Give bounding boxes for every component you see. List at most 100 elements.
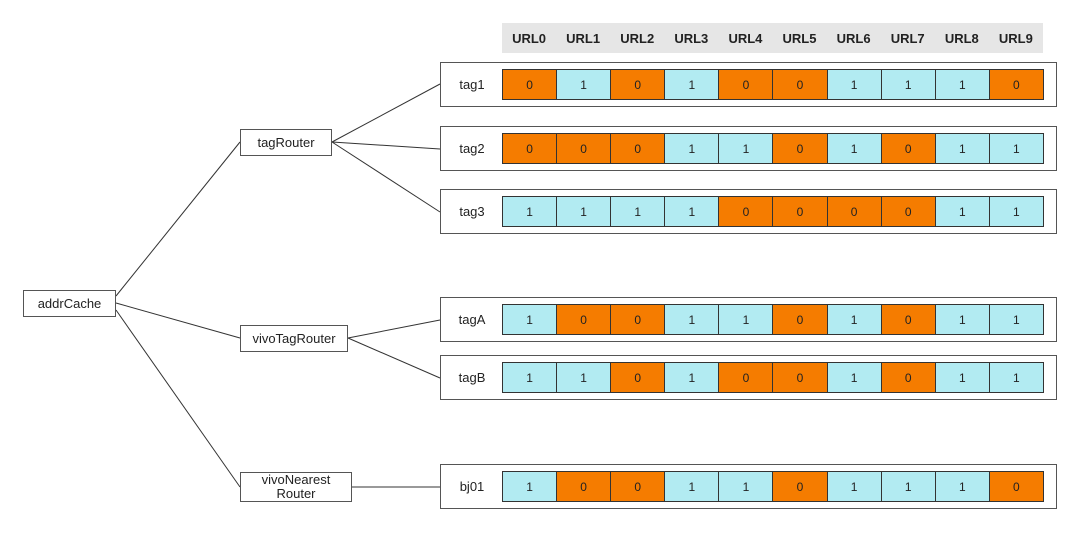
addrcache-node: addrCache bbox=[23, 290, 116, 317]
url-header-8: URL8 bbox=[944, 30, 979, 46]
bit-cell-url6: 1 bbox=[827, 472, 882, 501]
bit-cell-url4: 0 bbox=[719, 363, 774, 392]
vivonearestrouter-label: vivoNearest Router bbox=[261, 472, 331, 501]
bit-cell-url3: 1 bbox=[665, 472, 720, 501]
tag-label: bj01 bbox=[459, 479, 485, 494]
bit-cell-url2: 1 bbox=[611, 197, 666, 226]
url-header-6: URL6 bbox=[836, 30, 871, 46]
bit-cell-url4: 0 bbox=[719, 197, 774, 226]
edge-tagrouter-tag1 bbox=[331, 83, 441, 143]
bit-cell-url7: 1 bbox=[881, 472, 936, 501]
bit-cell-url3: 1 bbox=[665, 197, 720, 226]
bit-cell-url3: 1 bbox=[665, 363, 720, 392]
bit-cell-url4: 1 bbox=[719, 305, 774, 334]
bit-cell-url1: 0 bbox=[557, 134, 612, 163]
bit-cell-url3: 1 bbox=[665, 305, 720, 334]
bit-cell-url7: 0 bbox=[881, 197, 936, 226]
tagrouter-node: tagRouter bbox=[240, 129, 332, 156]
url-header-0: URL0 bbox=[512, 30, 547, 46]
tag-label: tag3 bbox=[459, 204, 485, 219]
bit-cell-url6: 0 bbox=[827, 197, 882, 226]
bit-cell-url0: 0 bbox=[503, 70, 558, 99]
bit-cell-url5: 0 bbox=[773, 134, 828, 163]
bit-cell-url9: 0 bbox=[989, 472, 1043, 501]
bit-cell-url1: 1 bbox=[557, 197, 612, 226]
edge-vivotagrouter-tagb bbox=[347, 337, 441, 379]
bit-cell-url2: 0 bbox=[611, 70, 666, 99]
bit-cell-url9: 1 bbox=[989, 197, 1043, 226]
edge-tagrouter-tag3 bbox=[331, 141, 441, 213]
bit-cell-url9: 1 bbox=[989, 134, 1043, 163]
bit-cell-url8: 1 bbox=[935, 70, 990, 99]
bit-cell-url1: 1 bbox=[557, 363, 612, 392]
url-header-9: URL9 bbox=[998, 30, 1033, 46]
bit-cell-url6: 1 bbox=[827, 363, 882, 392]
bit-cell-url6: 1 bbox=[827, 305, 882, 334]
bit-cell-url5: 0 bbox=[773, 363, 828, 392]
bit-cell-url3: 1 bbox=[665, 134, 720, 163]
url-header-4: URL4 bbox=[728, 30, 763, 46]
bit-cell-url8: 1 bbox=[935, 134, 990, 163]
bit-cell-url6: 1 bbox=[827, 70, 882, 99]
bit-cell-url1: 1 bbox=[557, 70, 612, 99]
bit-cell-url0: 1 bbox=[503, 305, 558, 334]
tag-label: tagB bbox=[458, 370, 486, 385]
bit-cell-url1: 0 bbox=[557, 305, 612, 334]
bit-cell-url2: 0 bbox=[611, 305, 666, 334]
tag-label: tagA bbox=[458, 312, 486, 327]
tagrouter-label: tagRouter bbox=[257, 134, 315, 150]
bit-cell-url5: 0 bbox=[773, 472, 828, 501]
bit-cell-url5: 0 bbox=[773, 305, 828, 334]
bit-cell-url0: 1 bbox=[503, 363, 558, 392]
bit-cell-url4: 0 bbox=[719, 70, 774, 99]
bit-cell-url8: 1 bbox=[935, 472, 990, 501]
edge-addrcache-vivotagrouter bbox=[115, 302, 241, 339]
bit-cell-url8: 1 bbox=[935, 305, 990, 334]
bit-cell-url0: 0 bbox=[503, 134, 558, 163]
url-header-1: URL1 bbox=[566, 30, 601, 46]
url-header-5: URL5 bbox=[782, 30, 817, 46]
vivotagrouter-label: vivoTagRouter bbox=[252, 330, 336, 346]
bit-cell-url7: 0 bbox=[881, 134, 936, 163]
bit-cell-url7: 0 bbox=[881, 363, 936, 392]
tag-label: tag2 bbox=[459, 141, 485, 156]
bit-cell-url9: 1 bbox=[989, 305, 1043, 334]
bit-cell-url7: 0 bbox=[881, 305, 936, 334]
bit-cell-url2: 0 bbox=[611, 472, 666, 501]
bit-cell-url9: 1 bbox=[989, 363, 1043, 392]
bit-cell-url7: 1 bbox=[881, 70, 936, 99]
url-header-3: URL3 bbox=[674, 30, 709, 46]
bit-cell-url5: 0 bbox=[773, 70, 828, 99]
vivotagrouter-node: vivoTagRouter bbox=[240, 325, 348, 352]
edge-tagrouter-tag2 bbox=[331, 141, 441, 150]
bit-cell-url4: 1 bbox=[719, 134, 774, 163]
bit-cell-url2: 0 bbox=[611, 134, 666, 163]
bit-cell-url8: 1 bbox=[935, 197, 990, 226]
edge-addrcache-vivonearestrouter bbox=[115, 309, 241, 488]
bit-cell-url9: 0 bbox=[989, 70, 1043, 99]
bit-cell-url3: 1 bbox=[665, 70, 720, 99]
bit-cell-url4: 1 bbox=[719, 472, 774, 501]
bit-cell-url2: 0 bbox=[611, 363, 666, 392]
bit-cell-url8: 1 bbox=[935, 363, 990, 392]
tag-label: tag1 bbox=[459, 77, 485, 92]
url-header-7: URL7 bbox=[890, 30, 925, 46]
bit-cell-url1: 0 bbox=[557, 472, 612, 501]
bit-cell-url0: 1 bbox=[503, 472, 558, 501]
addrcache-label: addrCache bbox=[37, 295, 102, 311]
vivonearestrouter-node: vivoNearest Router bbox=[240, 472, 352, 502]
